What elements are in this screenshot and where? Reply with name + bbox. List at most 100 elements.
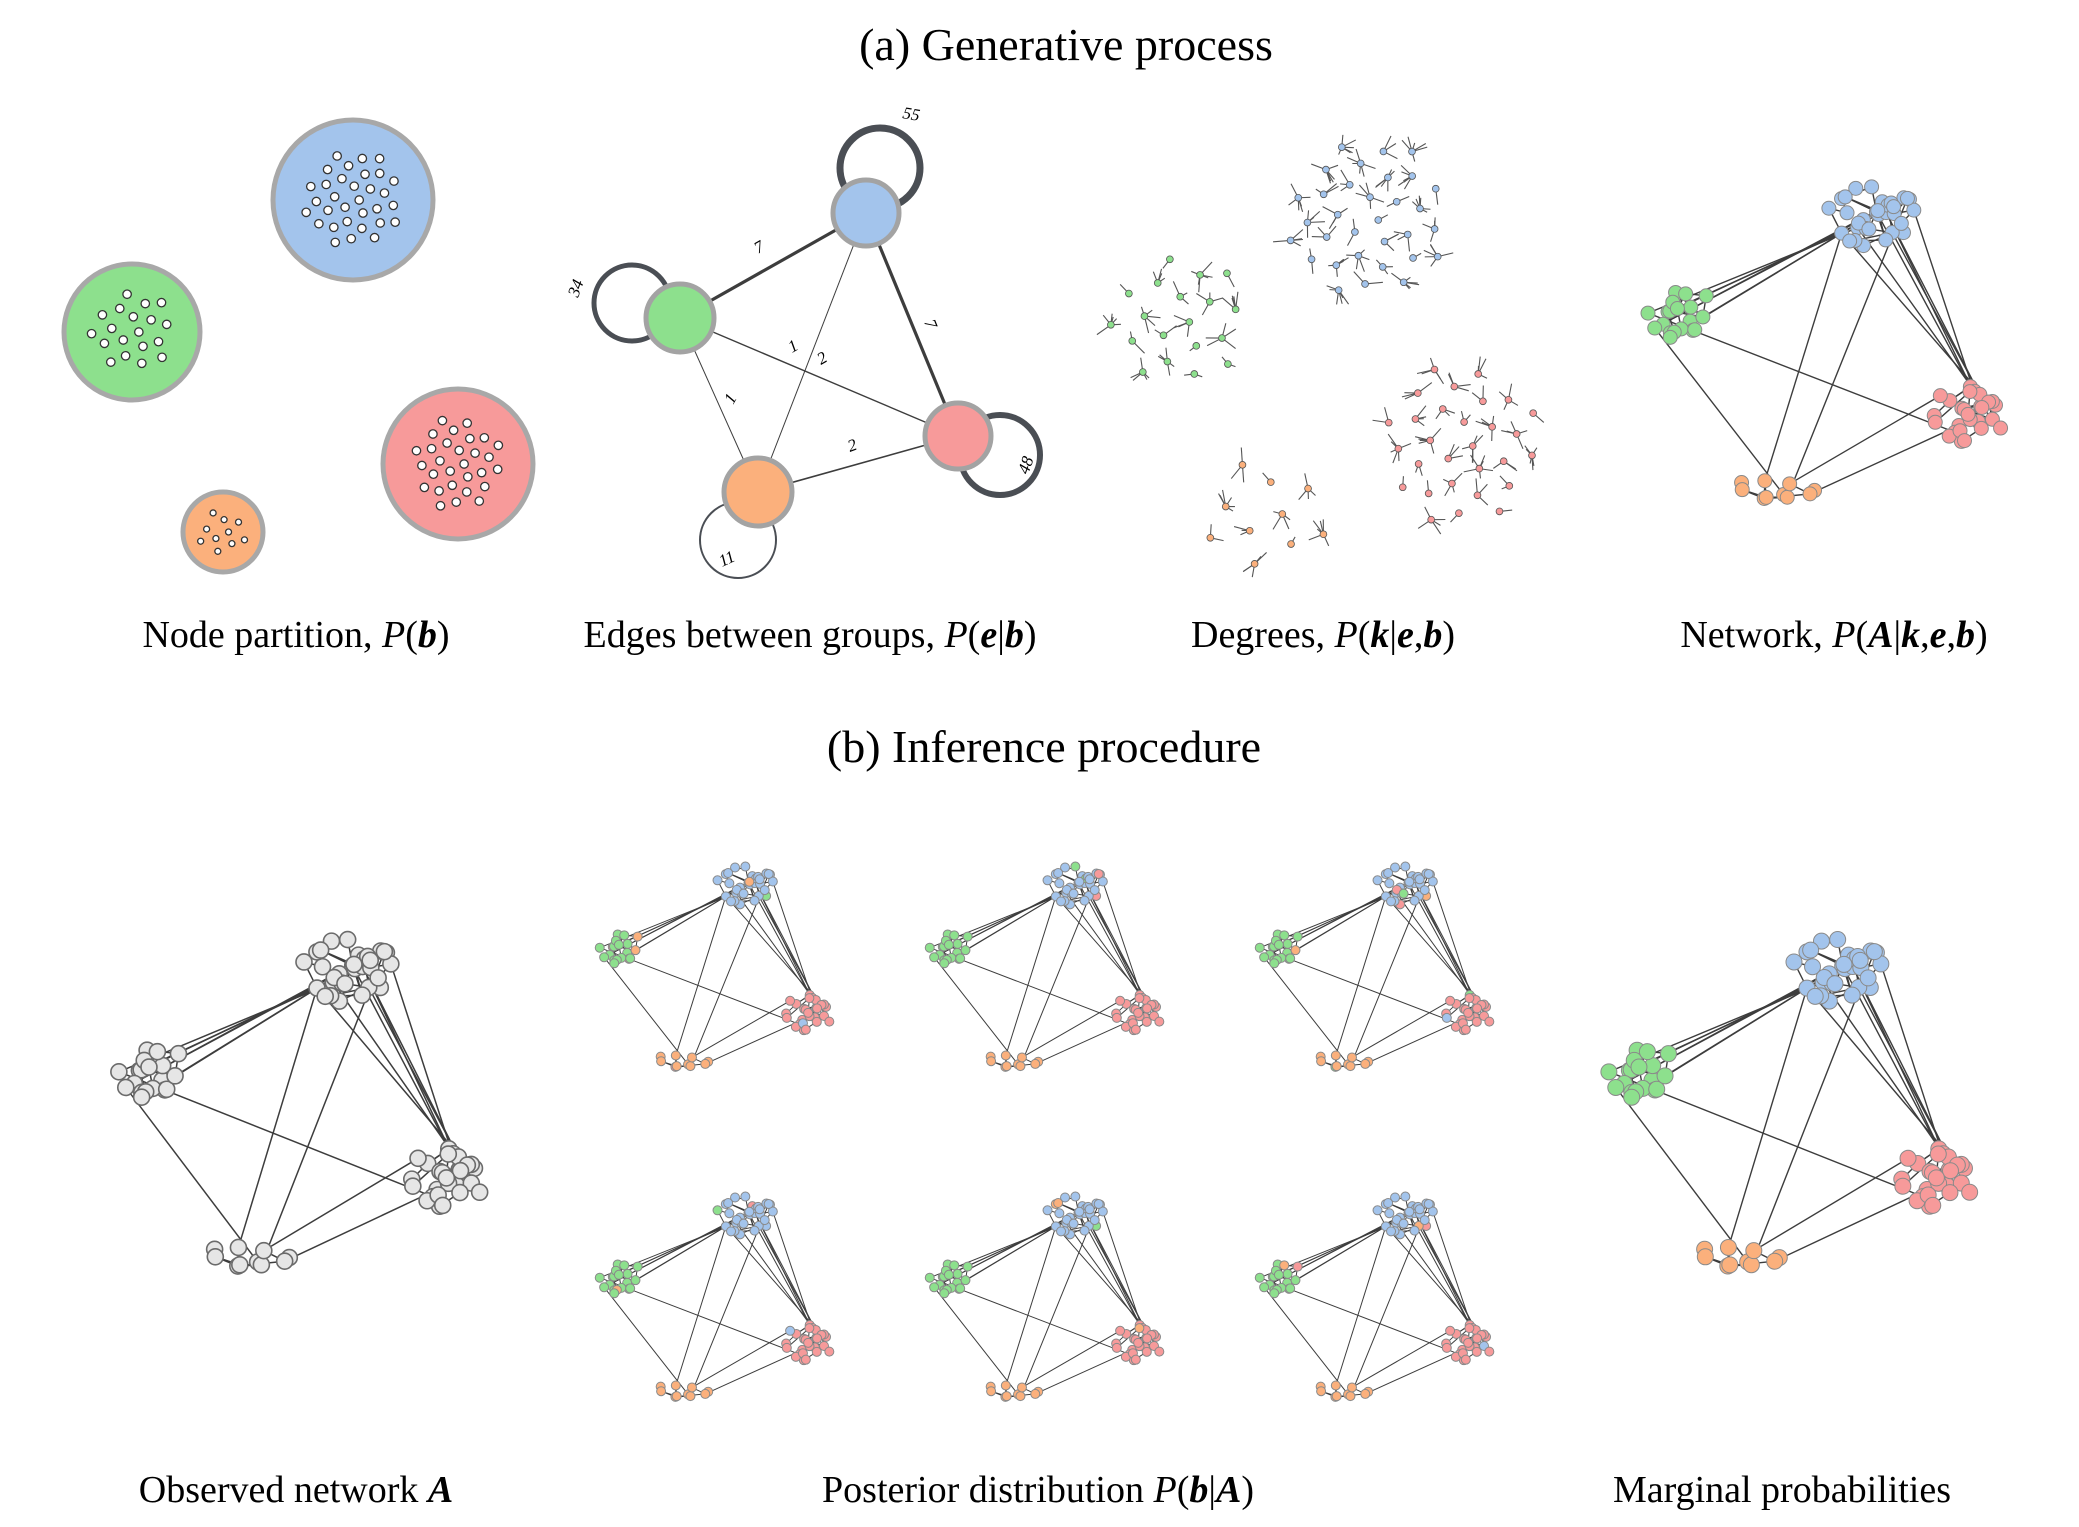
network-edge — [1019, 873, 1100, 1067]
degree-node-red — [1438, 405, 1447, 413]
degree-node-blue — [1345, 180, 1354, 189]
network-edge — [689, 1203, 770, 1397]
network-edge — [1395, 1222, 1473, 1329]
partition-node — [118, 335, 129, 345]
network-node — [1360, 1388, 1371, 1399]
partition-node — [156, 297, 167, 308]
network-node — [316, 987, 335, 1006]
partition-node — [342, 216, 353, 227]
network-node — [1089, 885, 1100, 896]
network-node — [613, 939, 624, 950]
degree-node-blue — [1361, 280, 1369, 288]
network-node — [1093, 1198, 1104, 1209]
network-node — [1015, 1391, 1026, 1402]
network-node — [1734, 482, 1750, 498]
partition-node — [329, 191, 340, 202]
network-node — [1659, 1045, 1677, 1063]
network-node — [685, 1061, 696, 1072]
posterior-sample-graph — [1254, 861, 1495, 1072]
network-node — [726, 1226, 737, 1237]
network-node — [1330, 1380, 1341, 1391]
degrees-panel — [1096, 134, 1545, 578]
observed-graph — [110, 930, 489, 1275]
network-edge — [1774, 1188, 1928, 1262]
degree-node-blue — [1303, 218, 1312, 227]
network-node — [685, 1391, 696, 1402]
network-node — [1894, 1177, 1912, 1195]
network-node — [749, 1225, 760, 1236]
partition-node — [461, 487, 472, 497]
network-edge — [1395, 892, 1473, 999]
degree-node-blue — [1319, 190, 1328, 199]
network-edge — [1102, 881, 1143, 998]
network-node — [986, 1386, 997, 1397]
network-edge — [1021, 1000, 1121, 1058]
degree-node-blue — [1403, 230, 1412, 239]
network-node — [437, 1169, 456, 1187]
network-node — [781, 1342, 792, 1353]
network-node — [625, 953, 636, 964]
network-node — [1698, 288, 1714, 304]
degree-node-green — [1128, 337, 1137, 345]
network-node — [671, 1061, 682, 1072]
partition-node — [99, 338, 110, 349]
network-node — [785, 995, 796, 1006]
network-node — [166, 1067, 184, 1085]
network-node — [738, 1218, 749, 1229]
network-edge — [368, 987, 460, 1158]
network-node — [1471, 1016, 1482, 1027]
network-edge — [237, 987, 318, 1248]
network-node — [1630, 1058, 1648, 1076]
network-node — [1865, 943, 1883, 961]
network-node — [295, 953, 313, 971]
network-edge — [1295, 889, 1398, 951]
degree-node-blue — [1399, 278, 1408, 287]
degree-node-blue — [1333, 210, 1342, 219]
network-node — [1993, 420, 2009, 436]
network-node — [1346, 1382, 1357, 1393]
network-node — [686, 1382, 697, 1393]
degree-node-blue — [1378, 263, 1387, 271]
partition-node — [479, 432, 490, 443]
network-edge — [1418, 895, 1477, 1001]
network-edge — [260, 951, 386, 1266]
network-node — [1683, 299, 1699, 315]
network-node — [1464, 993, 1475, 1004]
network-edge — [603, 956, 689, 1065]
section-title-generative: (a) Generative process — [859, 19, 1273, 70]
network-node — [1600, 1063, 1618, 1081]
degree-node-blue — [1334, 286, 1343, 294]
partition-node — [435, 455, 445, 466]
network-node — [1292, 931, 1303, 942]
network-node — [1484, 1346, 1495, 1357]
network-node — [1390, 1192, 1401, 1203]
degree-node-blue — [1354, 251, 1363, 260]
partition-node — [161, 319, 172, 330]
network-edge — [1365, 1019, 1463, 1065]
degree-node-green — [1159, 331, 1168, 340]
network-node — [763, 1198, 774, 1209]
partition-node — [454, 445, 465, 456]
network-edge — [1335, 896, 1387, 1056]
network-node — [1463, 1007, 1474, 1018]
network-node — [1016, 1382, 1027, 1393]
network-node — [1001, 1061, 1012, 1072]
network-node — [1346, 1052, 1357, 1063]
network-edge — [1891, 232, 1981, 395]
degree-node-red — [1528, 451, 1536, 460]
partition-node — [358, 208, 368, 218]
posterior-sample-graph — [594, 1191, 835, 1402]
network-node — [960, 945, 971, 956]
network-edge — [1088, 1225, 1147, 1331]
partition-group-red — [380, 386, 536, 542]
network-edge — [1088, 895, 1147, 1001]
network-node — [1941, 1162, 1959, 1180]
network-node — [1472, 1333, 1483, 1344]
network-node — [1445, 1325, 1456, 1336]
network-node — [1906, 202, 1922, 218]
degree-node-blue — [1366, 193, 1374, 201]
network-node — [1269, 958, 1280, 969]
partition-node — [332, 151, 343, 161]
caption-node-partition: Node partition, P(b) — [142, 614, 449, 656]
partition-node — [105, 357, 116, 367]
